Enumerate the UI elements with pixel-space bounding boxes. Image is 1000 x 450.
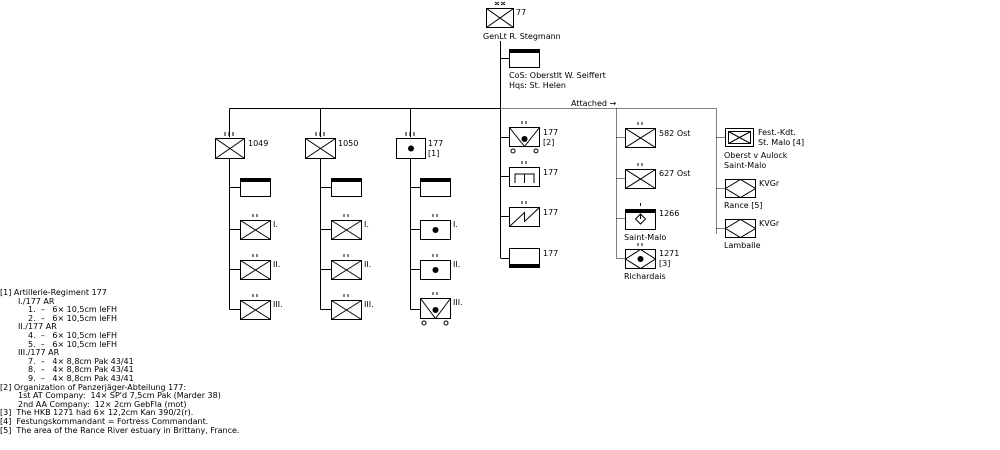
artillery-battalion-II-symbol: [420, 254, 451, 280]
signal-battalion-177-symbol: [509, 201, 540, 227]
panzerjaeger-note: [2]: [543, 138, 554, 147]
fortress-location: Saint-Malo: [724, 161, 766, 170]
kvgr-lamballe-label: KVGr: [759, 219, 780, 228]
ost-battalion-627-symbol: [625, 163, 656, 189]
footnote-line: [5] The area of the Rance River estuary …: [0, 425, 240, 435]
battalion-1050-I-label: I.: [364, 220, 369, 229]
signal-label: 177: [543, 208, 558, 217]
ost-battalion-582-symbol: [625, 122, 656, 148]
battalion-1049-II-symbol: [240, 254, 271, 280]
footnote-line: [1] Artillerie-Regiment 177: [0, 288, 107, 297]
artillery-battalion-II-label: II.: [453, 260, 460, 269]
kvgr-lamballe-symbol: [724, 218, 757, 239]
battalion-1049-III-symbol: [240, 294, 271, 320]
antitank-battalion-III-label: III.: [453, 298, 463, 307]
battalion-1049-III-label: III.: [273, 300, 283, 309]
footnote-line: 1. – 6× 10,5cm leFH: [28, 305, 117, 315]
coastal-battery-1271-symbol: [624, 243, 657, 270]
fortress-commander: Oberst v Aulock: [724, 151, 788, 160]
battalion-1050-III-label: III.: [364, 300, 374, 309]
footnote-line: 2nd AA Company: 12× 2cm GebFla (mot): [18, 399, 187, 409]
footnote-line: I./177 AR: [18, 296, 55, 306]
battalion-1049-I-symbol: [240, 214, 271, 240]
artillery-battalion-I-label: I.: [453, 220, 458, 229]
unit-1271-label: 1271: [659, 249, 679, 258]
footnote-line: II./177 AR: [18, 322, 57, 332]
footnote-line: [4] Festungskommandant = Fortress Comman…: [0, 416, 209, 426]
footnote-line: 5. – 6× 10,5cm leFH: [28, 339, 117, 349]
battalion-1050-II-label: II.: [364, 260, 371, 269]
regiment-1050-symbol: [305, 132, 336, 159]
battalion-1050-III-symbol: [331, 294, 362, 320]
footnote-line: 7. – 4× 8,8cm Pak 43/41: [28, 356, 134, 366]
coastal-unit-1266-symbol: [625, 203, 656, 230]
footnote-line: [3] The HKB 1271 had 6× 12,2cm Kan 390/2…: [0, 408, 194, 418]
fortress-line2: St. Malo [4]: [758, 138, 804, 147]
footnote-line: 4. – 6× 10,5cm leFH: [28, 330, 117, 340]
regiment-1050-label: 1050: [338, 139, 358, 148]
unit-1271-note: [3]: [659, 259, 670, 268]
footnote-line: [2] Organization of Panzerjäger-Abteilun…: [0, 382, 187, 392]
battalion-1050-II-symbol: [331, 254, 362, 280]
panzerjaeger-label: 177: [543, 128, 558, 137]
division-commander-label: GenLt R. Stegmann: [483, 32, 561, 41]
battalion-1049-I-label: I.: [273, 220, 278, 229]
footnote-line: 9. – 4× 8,8cm Pak 43/41: [28, 373, 134, 383]
fortress-line1: Fest.-Kdt.: [758, 128, 796, 137]
footnote-line: 8. – 4× 8,8cm Pak 43/41: [28, 365, 134, 375]
battalion-1050-I-symbol: [331, 214, 362, 240]
richardais-location: Richardais: [624, 272, 666, 281]
supply-unit-177-symbol: [509, 248, 540, 268]
ost-627-label: 627 Ost: [659, 169, 690, 178]
staff-symbol: [509, 49, 540, 68]
fortress-command-symbol: [725, 128, 754, 147]
kvgr-lamballe-location: Lamballe: [724, 241, 761, 250]
supply-label: 177: [543, 249, 558, 258]
footnote-line: 2. – 6× 10,5cm leFH: [28, 313, 117, 323]
artillery-regiment-note: [1]: [428, 149, 439, 158]
staff-hqs-label: Hqs: St. Helen: [509, 81, 566, 90]
battalion-1049-II-label: II.: [273, 260, 280, 269]
engineer-battalion-177-symbol: [509, 161, 540, 187]
artillery-regiment-label: 177: [428, 139, 443, 148]
engineer-label: 177: [543, 168, 558, 177]
kvgr-rance-location: Rance [5]: [724, 201, 763, 210]
kvgr-rance-symbol: [724, 178, 757, 199]
saint-malo-location: Saint-Malo: [624, 233, 666, 242]
artillery-battalion-I-symbol: [420, 214, 451, 240]
attached-label: Attached →: [571, 99, 617, 108]
regiment-1049-label: 1049: [248, 139, 268, 148]
ost-582-label: 582 Ost: [659, 129, 690, 138]
footnote-line: III./177 AR: [18, 348, 60, 358]
division-hq-symbol: [486, 1, 514, 28]
division-number-label: 77: [516, 8, 526, 17]
kvgr-rance-label: KVGr: [759, 179, 780, 188]
panzerjaeger-abteilung-177-symbol: [509, 121, 540, 154]
unit-1266-label: 1266: [659, 209, 679, 218]
antitank-battalion-III-symbol: [420, 292, 451, 326]
footnote-line: 1st AT Company: 14× SP'd 7,5cm Pak (Mard…: [18, 391, 221, 401]
staff-cos-label: CoS: Oberstlt W. Seiffert: [509, 71, 606, 80]
